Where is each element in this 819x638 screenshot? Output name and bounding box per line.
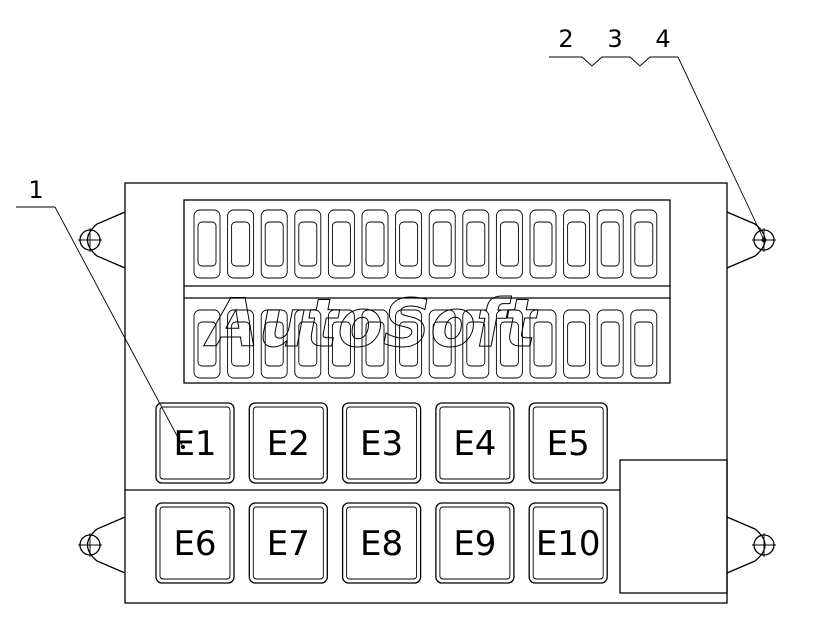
fuse-slot-top-4 bbox=[294, 209, 322, 279]
fuse-slot-top-14 bbox=[630, 209, 658, 279]
fuse-slot-bottom-8 bbox=[428, 309, 456, 379]
fuse-slot-top-3 bbox=[260, 209, 288, 279]
fuse-slot-bottom-12 bbox=[563, 309, 591, 379]
relay-slot-4: E4 bbox=[435, 402, 515, 484]
fuse-slot-bottom-2 bbox=[227, 309, 255, 379]
fuse-slot-top-5 bbox=[327, 209, 355, 279]
fuse-slot-bottom-11 bbox=[529, 309, 557, 379]
fuse-slot-top-1 bbox=[193, 209, 221, 279]
fuse-slot-bottom-14 bbox=[630, 309, 658, 379]
relay-slot-5: E5 bbox=[528, 402, 608, 484]
fuse-slot-top-9 bbox=[462, 209, 490, 279]
watermark-text: AutoSoft bbox=[203, 285, 539, 362]
relay-label-8: E8 bbox=[360, 524, 403, 564]
relay-slot-8: E8 bbox=[341, 502, 422, 584]
fuse-slot-top-12 bbox=[563, 209, 591, 279]
relay-slot-7: E7 bbox=[248, 502, 328, 584]
relay-label-10: E10 bbox=[536, 524, 601, 564]
fuse-slot-bottom-4 bbox=[294, 309, 322, 379]
relay-slot-3: E3 bbox=[341, 402, 422, 484]
fuse-array bbox=[193, 209, 658, 379]
fuse-slot-bottom-13 bbox=[596, 309, 624, 379]
relay-label-2: E2 bbox=[267, 424, 310, 464]
fuse-slot-bottom-6 bbox=[361, 309, 389, 379]
relay-label-5: E5 bbox=[547, 424, 590, 464]
fuse-slot-top-6 bbox=[361, 209, 389, 279]
fuse-slot-top-13 bbox=[596, 209, 624, 279]
fuse-block-outline bbox=[183, 199, 671, 384]
relay-slot-6: E6 bbox=[155, 502, 235, 584]
relay-slot-9: E9 bbox=[435, 502, 515, 584]
fuse-slot-top-10 bbox=[495, 209, 523, 279]
fuse-slot-top-7 bbox=[395, 209, 423, 279]
relay-slot-2: E2 bbox=[248, 402, 328, 484]
relay-label-4: E4 bbox=[453, 424, 496, 464]
fuse-slot-bottom-3 bbox=[260, 309, 288, 379]
mounting-ear-top-right bbox=[726, 211, 776, 269]
relay-label-9: E9 bbox=[453, 524, 496, 564]
fuse-slot-bottom-7 bbox=[395, 309, 423, 379]
relay-label-7: E7 bbox=[267, 524, 310, 564]
fuse-slot-top-8 bbox=[428, 209, 456, 279]
relay-slot-10: E10 bbox=[528, 502, 608, 584]
fuse-slot-bottom-10 bbox=[495, 309, 523, 379]
callout-4-label: 4 bbox=[655, 25, 670, 53]
fuse-slot-bottom-9 bbox=[462, 309, 490, 379]
housing-outline bbox=[124, 182, 728, 604]
relay-label-6: E6 bbox=[173, 524, 216, 564]
fuse-slot-bottom-5 bbox=[327, 309, 355, 379]
mounting-ear-bottom-left bbox=[78, 516, 126, 574]
callout-1: 1 bbox=[16, 176, 185, 449]
fuse-slot-top-2 bbox=[227, 209, 255, 279]
callout-3-label: 3 bbox=[607, 25, 622, 53]
fuse-slot-bottom-1 bbox=[193, 309, 221, 379]
relay-label-1: E1 bbox=[173, 424, 216, 464]
callout-1-label: 1 bbox=[28, 176, 43, 204]
callout-2-label: 2 bbox=[558, 25, 573, 53]
callout-2-3-4: 2 3 4 bbox=[549, 25, 765, 241]
relay-slot-1: E1 bbox=[155, 402, 235, 484]
fuse-slot-top-11 bbox=[529, 209, 557, 279]
relay-label-3: E3 bbox=[360, 424, 403, 464]
side-compartment bbox=[619, 459, 728, 594]
mounting-ear-bottom-right bbox=[726, 516, 776, 574]
mounting-ear-top-left bbox=[78, 211, 126, 269]
